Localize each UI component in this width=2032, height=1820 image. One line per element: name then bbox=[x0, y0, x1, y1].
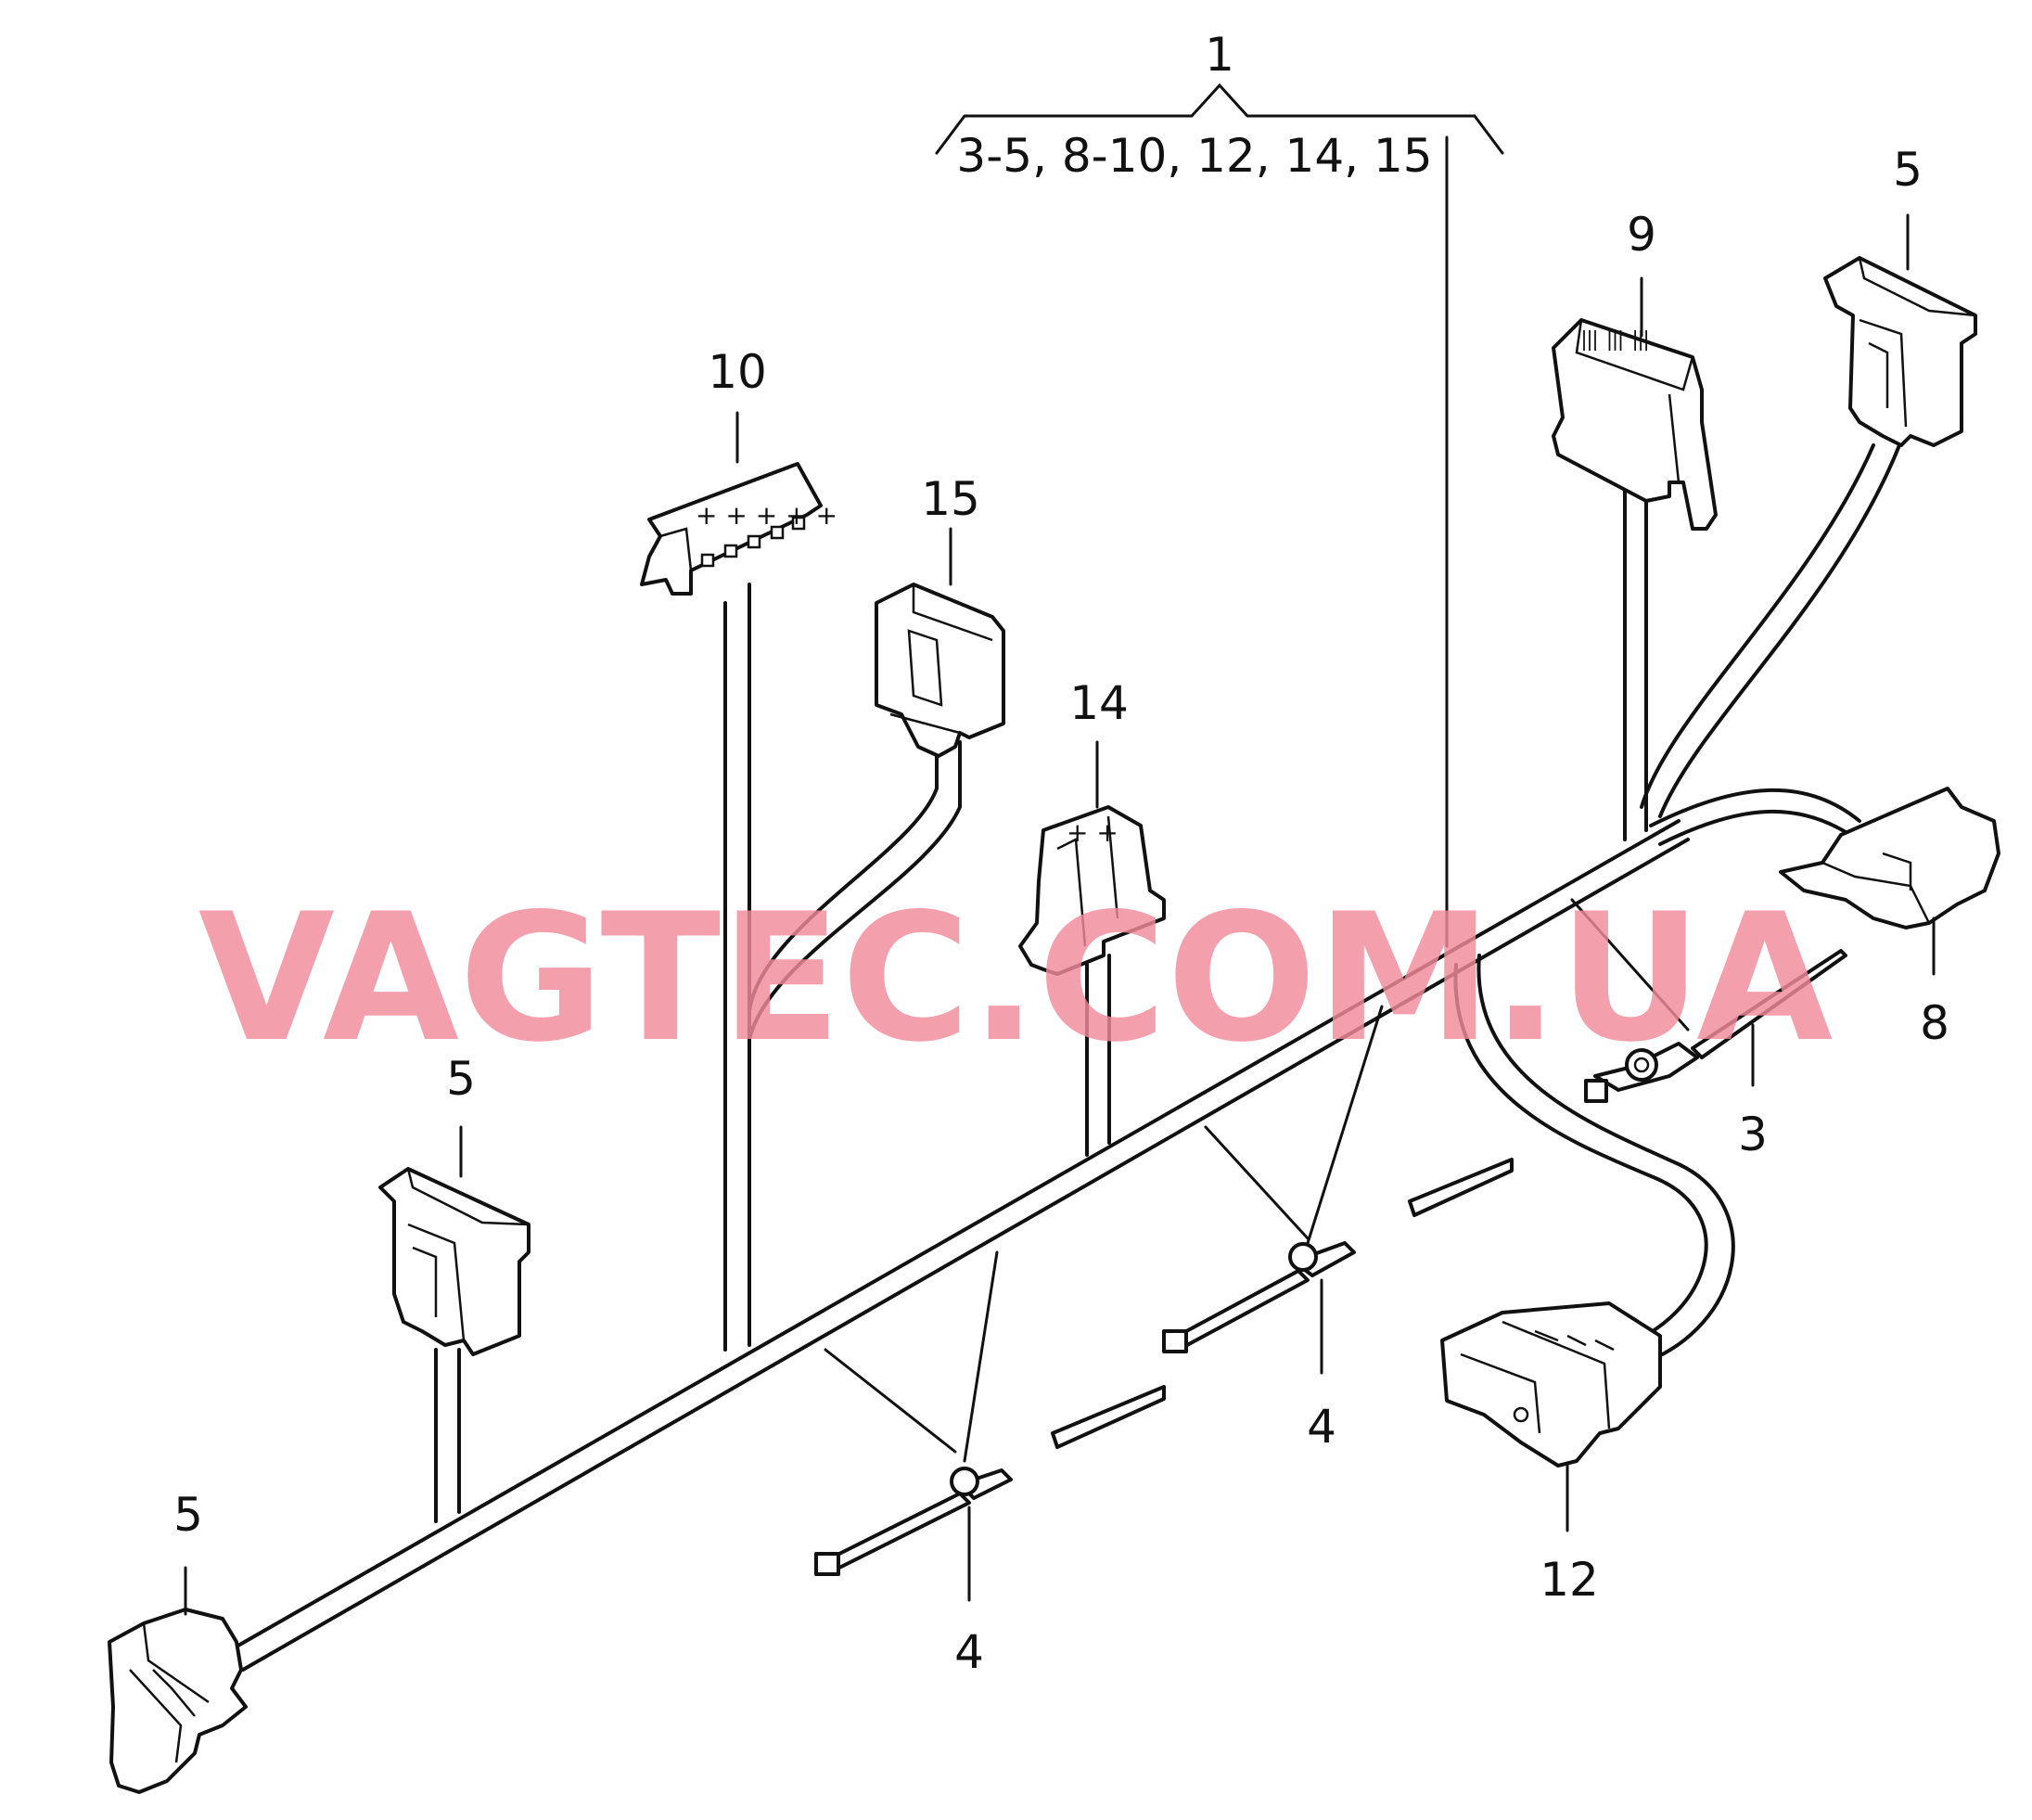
callout-label-12: 12 bbox=[1540, 1553, 1599, 1607]
svg-text:+ + + + +: + + + + + bbox=[696, 500, 837, 531]
svg-text:+ +: + + bbox=[1067, 817, 1118, 848]
cable-tie-4-mid: 4 bbox=[1162, 1005, 1514, 1454]
connector-5-mid: 5 bbox=[378, 1052, 530, 1356]
watermark-text: VAGTEC.COM.UA bbox=[198, 876, 1834, 1081]
svg-text:ꔖ ꔖ ꔖ: ꔖ ꔖ ꔖ bbox=[1581, 326, 1649, 358]
callout-label-10: 10 bbox=[708, 345, 767, 399]
callout-label-14: 14 bbox=[1069, 676, 1129, 730]
callout-label-5-top: 5 bbox=[1893, 143, 1923, 197]
callout-label-8: 8 bbox=[1920, 996, 1949, 1050]
connector-15: 15 bbox=[875, 472, 1005, 758]
callout-label-4-low: 4 bbox=[954, 1625, 984, 1679]
callout-label-5-mid: 5 bbox=[446, 1052, 476, 1106]
callout-label-4-mid: 4 bbox=[1307, 1400, 1336, 1454]
connector-10: + + + + + 10 bbox=[640, 345, 837, 596]
main-callout-group: 1 3-5, 8-10, 12, 14, 15 bbox=[935, 28, 1504, 183]
connector-12: 12 bbox=[1440, 1301, 1662, 1607]
cable-tie-3: 3 bbox=[1570, 898, 1847, 1161]
connector-9: ꔖ ꔖ ꔖ 9 bbox=[1552, 208, 1718, 531]
included-parts-label: 3-5, 8-10, 12, 14, 15 bbox=[956, 129, 1432, 183]
callout-label-9: 9 bbox=[1627, 208, 1656, 262]
harness-trunk bbox=[235, 788, 1861, 1672]
branch-wires bbox=[434, 135, 1901, 1523]
callout-label-5-low: 5 bbox=[173, 1488, 203, 1542]
callout-label-3: 3 bbox=[1738, 1108, 1768, 1161]
connector-5-low: 5 bbox=[108, 1488, 248, 1794]
connector-5-top: 5 bbox=[1823, 143, 1977, 447]
callout-label-15: 15 bbox=[921, 472, 980, 526]
connector-14: + + 14 bbox=[1018, 676, 1166, 976]
cable-tie-4-low: 4 bbox=[814, 1250, 1166, 1679]
connector-8: 8 bbox=[1779, 787, 2000, 1050]
callout-label-1: 1 bbox=[1205, 28, 1234, 82]
